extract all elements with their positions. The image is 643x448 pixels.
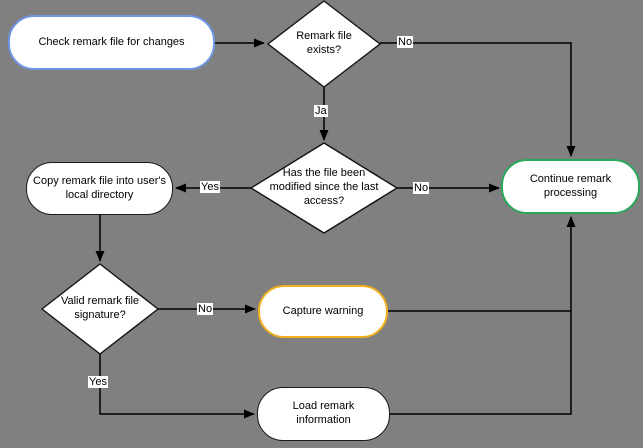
decision-remark-file-exists-label: Remark file exists? xyxy=(296,30,352,56)
decision-valid-signature-label: Valid remark file signature? xyxy=(60,295,140,321)
node-continue-remark-processing: Continue remark processing xyxy=(501,159,640,214)
node-copy-remark-file: Copy remark file into user's local direc… xyxy=(26,162,173,215)
node-capture-warning: Capture warning xyxy=(258,285,388,338)
edge-label-ja-exists: Ja xyxy=(314,105,328,117)
decision-file-modified-label: Has the file been modified since the las… xyxy=(269,167,379,207)
edge-label-no-signature: No xyxy=(197,303,214,315)
decision-file-modified-shape xyxy=(249,142,399,234)
edge-exists-no-to-continue xyxy=(380,42,576,157)
edge-load-to-continue xyxy=(390,216,576,415)
edge-signature-yes-to-load xyxy=(99,354,255,419)
decision-remark-file-exists-shape xyxy=(266,0,382,88)
edge-label-yes-signature: Yes xyxy=(88,376,108,388)
edge-label-no-exists: No xyxy=(397,36,414,48)
decision-valid-signature-shape xyxy=(40,263,160,355)
node-load-remark-information: Load remark information xyxy=(257,387,390,441)
edge-label-yes-modified: Yes xyxy=(200,181,220,193)
edge-label-no-modified: No xyxy=(413,182,430,194)
node-check-remark-file: Check remark file for changes xyxy=(8,15,215,70)
